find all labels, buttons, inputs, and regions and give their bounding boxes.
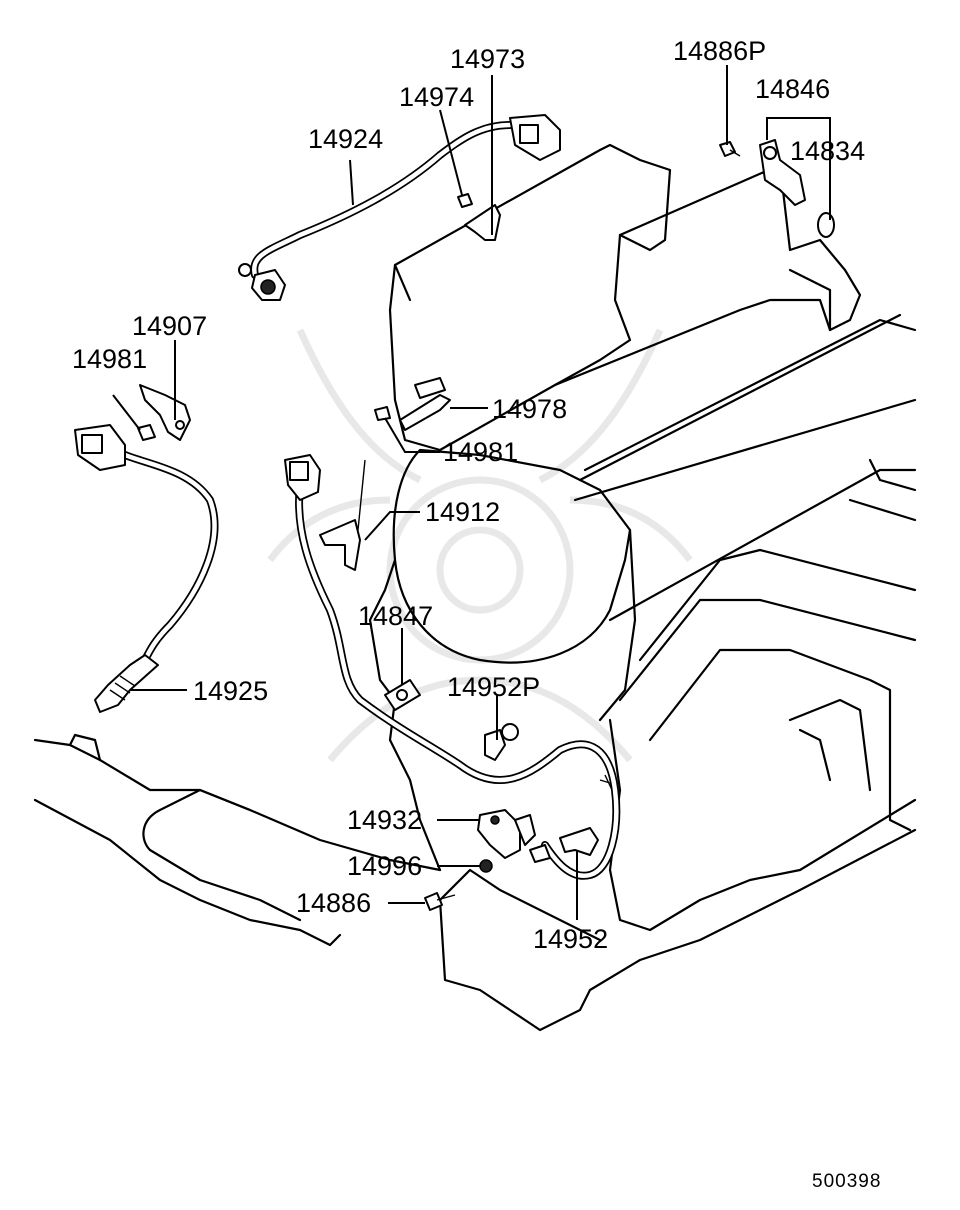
sensor-harness-14924 [238, 114, 561, 301]
bracket-14973 [464, 204, 501, 241]
clamp-14952P [484, 723, 519, 761]
clamp-14952 [529, 774, 613, 863]
label-14925: 14925 [193, 676, 268, 706]
label-14846: 14846 [755, 74, 830, 104]
leader-lines [112, 65, 831, 920]
engine-block [368, 143, 917, 1032]
bracket-14907 [139, 384, 191, 441]
o2-sensor-harness-14925 [74, 424, 219, 713]
label-14907: 14907 [132, 311, 207, 341]
bolt-14974 [457, 193, 473, 208]
bracket-14912 [319, 459, 366, 571]
crank-sensor-14932 [477, 809, 536, 859]
diagram-reference-code: 500398 [812, 1171, 881, 1192]
label-14952P: 14952P [447, 672, 540, 702]
exhaust-pipe [33, 733, 442, 947]
label-14978: 14978 [492, 394, 567, 424]
o-ring-14834 [817, 212, 835, 238]
bolt-14886P [719, 141, 741, 157]
label-14886P: 14886P [673, 36, 766, 66]
bracket-14978 [399, 377, 451, 431]
label-14973: 14973 [450, 44, 525, 74]
label-14932: 14932 [347, 805, 422, 835]
label-14912: 14912 [425, 497, 500, 527]
part-labels: 14973 14974 14924 14886P 14846 14834 149… [72, 36, 881, 1192]
washer-14996 [479, 859, 493, 873]
bolt-14981-left [137, 424, 156, 441]
label-14924: 14924 [308, 124, 383, 154]
label-14981-mid: 14981 [443, 437, 518, 467]
label-14996: 14996 [347, 851, 422, 881]
bolt-14981-mid [374, 406, 391, 421]
bolt-14886 [424, 892, 456, 911]
label-14952: 14952 [533, 924, 608, 954]
cam-sensor-14846 [759, 139, 806, 206]
label-14981-left: 14981 [72, 344, 147, 374]
label-14886: 14886 [296, 888, 371, 918]
label-14974: 14974 [399, 82, 474, 112]
label-14847: 14847 [358, 601, 433, 631]
label-14834: 14834 [790, 136, 865, 166]
crank-sensor-harness-14912 [284, 454, 621, 880]
